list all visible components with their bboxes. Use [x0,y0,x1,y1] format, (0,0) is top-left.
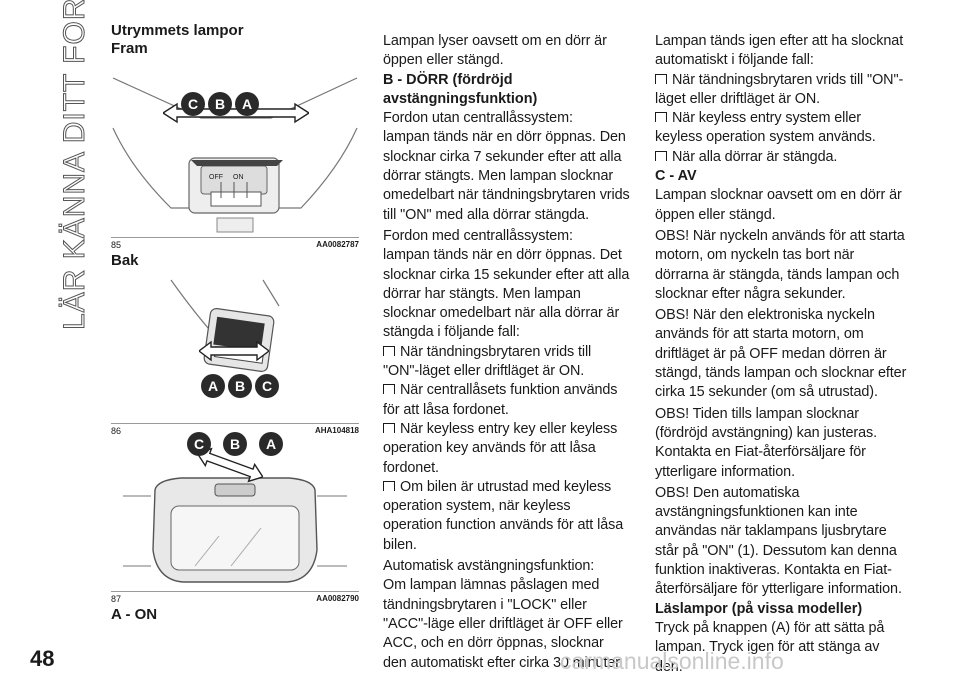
figure-85-caption: 85 AA0082787 [111,238,359,250]
label-a: A [201,374,225,398]
paragraph: lampan tänds när en dörr öppnas. Det slo… [383,247,630,341]
note-paragraph: OBS! När nyckeln används för att starta … [655,227,905,302]
figures-column: Utrymmets lampor Fram C B A OFF ON [111,22,359,624]
paragraph: Lampan tänds igen efter att ha slocknat … [655,33,904,69]
figure-86-number: 86 [111,426,122,436]
bullet-icon [655,72,672,88]
label-c: C [181,92,205,116]
subheading-off: C - AV [655,168,697,185]
figure-87: C B A [111,432,359,592]
note-paragraph: OBS! När den elektroniska nyckeln använd… [655,307,907,401]
subheading-rear: Bak [111,252,139,269]
watermark: carmanualsonline.info [560,648,784,674]
text-column-middle: Lampan lyser oavsett om en dörr är öppen… [383,32,631,673]
switch-on-label: ON [233,174,244,181]
bullet-item: Om bilen är utrustad med keyless operati… [383,478,624,553]
figure-85-number: 85 [111,240,122,250]
heading-a-on: A - ON [111,606,158,623]
note-paragraph: OBS! Tiden tills lampan slocknar (fördrö… [655,405,877,480]
figure-85: C B A OFF ON [111,58,359,238]
paragraph: lampan tänds när en dörr öppnas. Den slo… [383,129,630,223]
label-b: B [228,374,252,398]
bullet-item: När centrallåsets funktion används för a… [383,382,618,418]
paragraph: Om lampan lämnas påslagen med tändningsb… [383,577,624,671]
label-c: C [187,432,211,456]
bullet-item: När tändningsbrytaren vrids till "ON"-lä… [655,71,904,107]
bullet-icon [383,344,400,360]
paragraph: Lampan lyser oavsett om en dörr är öppen… [383,33,607,69]
section-heading-room-lamps: Utrymmets lampor [111,22,244,39]
paragraph: Lampan slocknar oavsett om en dörr är öp… [655,187,902,223]
figure-85-code: AA0082787 [316,240,359,249]
map-lamp-illustration [123,477,347,583]
figure-87-caption: 87 AA0082790 [111,592,359,604]
figure-86: A B C [111,270,359,424]
figure-87-code: AA0082790 [316,594,359,603]
label-b: B [223,432,247,456]
bullet-icon [655,149,672,165]
bullet-icon [383,421,400,437]
page-number: 48 [30,646,55,671]
switch-off-label: OFF [209,174,223,181]
bullet-icon [655,110,672,126]
note-paragraph: OBS! Den automatiska avstängningsfunktio… [655,484,902,598]
subheading-reading-lamps: Läslampor (på vissa modeller) [655,600,863,617]
label-c: C [255,374,279,398]
paragraph: Automatisk avstängningsfunktion: [383,558,595,575]
figure-87-number: 87 [111,594,122,604]
paragraph: Tryck på knappen (A) för att sätta på la… [655,619,885,675]
figure-86-caption: 86 AHA104818 [111,424,359,436]
bullet-item: När tändningsbrytaren vrids till "ON"-lä… [383,343,592,380]
subheading-front: Fram [111,40,148,57]
paragraph: Fordon med centrallåssystem: [383,227,573,244]
bullet-item: När keyless entry key eller keyless oper… [383,420,618,476]
label-a: A [259,432,283,456]
front-lamp-illustration [112,77,358,233]
bullet-icon [383,382,400,398]
label-b: B [208,92,232,116]
subheading-door-delay: B - DÖRR (fördröjd avstängningsfunktion) [383,71,538,107]
bullet-icon [383,479,400,495]
chapter-title: LÄR KÄNNA DITT FORDON [58,0,92,331]
label-a: A [235,92,259,116]
paragraph: Fordon utan centrallåssystem: [383,110,573,127]
figure-86-code: AHA104818 [314,426,359,435]
text-column-right: Lampan tänds igen efter att ha slocknat … [655,32,909,677]
bullet-item: När alla dörrar är stängda. [655,148,909,167]
bullet-item: När keyless entry system eller keyless o… [655,110,876,146]
